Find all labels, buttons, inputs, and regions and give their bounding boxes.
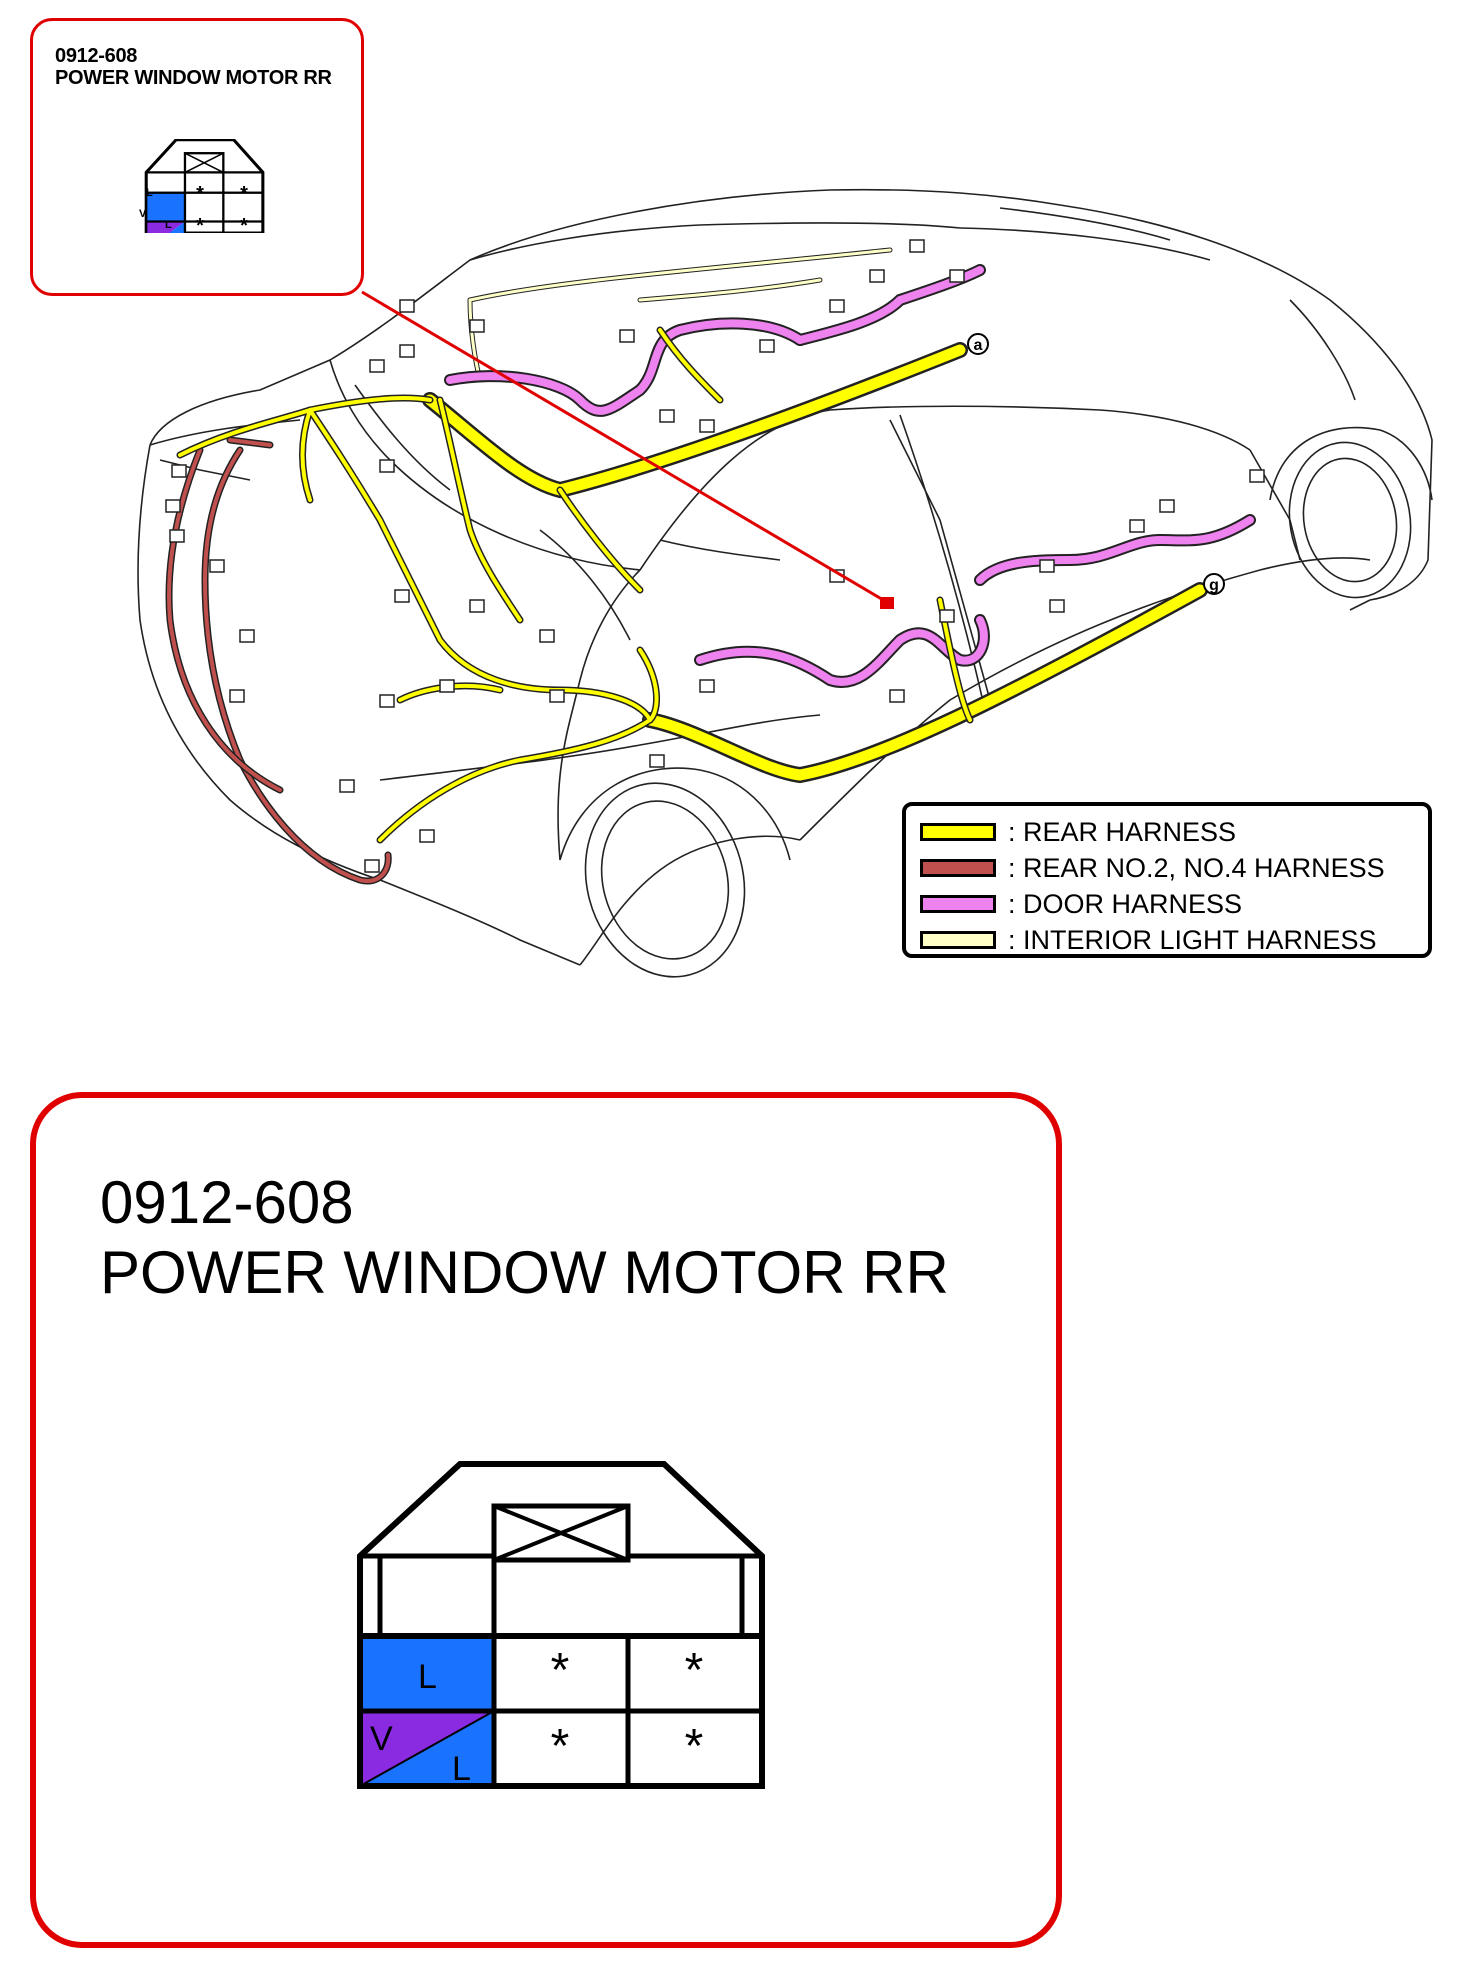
svg-text:a: a [974,337,983,354]
legend-item: : INTERIOR LIGHT HARNESS [920,924,1377,955]
rear-wheel [559,767,791,978]
large-connector-name: POWER WINDOW MOTOR RR [100,1239,949,1306]
pin-4-top-label: V [370,1720,393,1758]
pin-6-wire-label: * [685,1720,704,1773]
small-pin-6-label: * [240,215,248,230]
small-pin-2-label: * [196,183,204,205]
legend-label: : REAR HARNESS [1008,816,1237,847]
pin-2-wire-label: * [551,1644,570,1697]
small-pin-1-label: L [146,187,153,199]
legend-item: : REAR HARNESS [920,816,1237,847]
small-connector-labels: L * * V L * * [139,183,248,230]
connector-location-marker [880,597,894,609]
small-connector-name: POWER WINDOW MOTOR RR [55,67,332,89]
harness-connectors [165,239,1265,873]
small-pin-4-bottom-label: L [165,219,172,230]
legend-swatch-rear-no2-no4-harness [920,859,996,877]
door-harness [444,264,1256,688]
pin-1-wire-label: L [418,1658,437,1696]
legend-label: : INTERIOR LIGHT HARNESS [1008,924,1377,955]
small-connector-callout: 0912-608 POWER WINDOW MOTOR RR [30,18,364,296]
small-connector-code: 0912-608 [55,45,138,67]
front-wheel [1269,426,1433,599]
large-connector-callout: 0912-608 POWER WINDOW MOTOR RR L * * V L… [30,1092,1062,1948]
rear-harness [176,326,1208,844]
legend-swatch-interior-light-harness [920,931,996,949]
marker-a: a [967,333,989,355]
pin-3-wire-label: * [685,1644,704,1697]
pin-5-wire-label: * [551,1720,570,1773]
legend-swatch-rear-harness [920,823,996,841]
legend-swatch-door-harness [920,895,996,913]
small-pin-3-label: * [240,183,248,205]
callout-leader-line [361,290,891,606]
legend-label: : DOOR HARNESS [1008,888,1243,919]
legend-label: : REAR NO.2, NO.4 HARNESS [1008,852,1385,883]
large-connector-code: 0912-608 [100,1169,354,1236]
small-connector-face [144,139,265,233]
small-pin-5-label: * [196,215,204,230]
small-pin-4-top-label: V [139,208,147,220]
svg-text:g: g [1209,577,1219,594]
pin-cell-1 [360,1636,494,1711]
legend-item: : DOOR HARNESS [920,888,1243,919]
marker-g: g [1203,573,1225,595]
connector-face: L * * V L * * [357,1461,765,1789]
pin-4-bottom-label: L [452,1750,471,1788]
harness-legend: : REAR HARNESS : REAR NO.2, NO.4 HARNESS… [902,802,1432,958]
rear-no2-no4-harness [165,436,392,885]
legend-item: : REAR NO.2, NO.4 HARNESS [920,852,1385,883]
